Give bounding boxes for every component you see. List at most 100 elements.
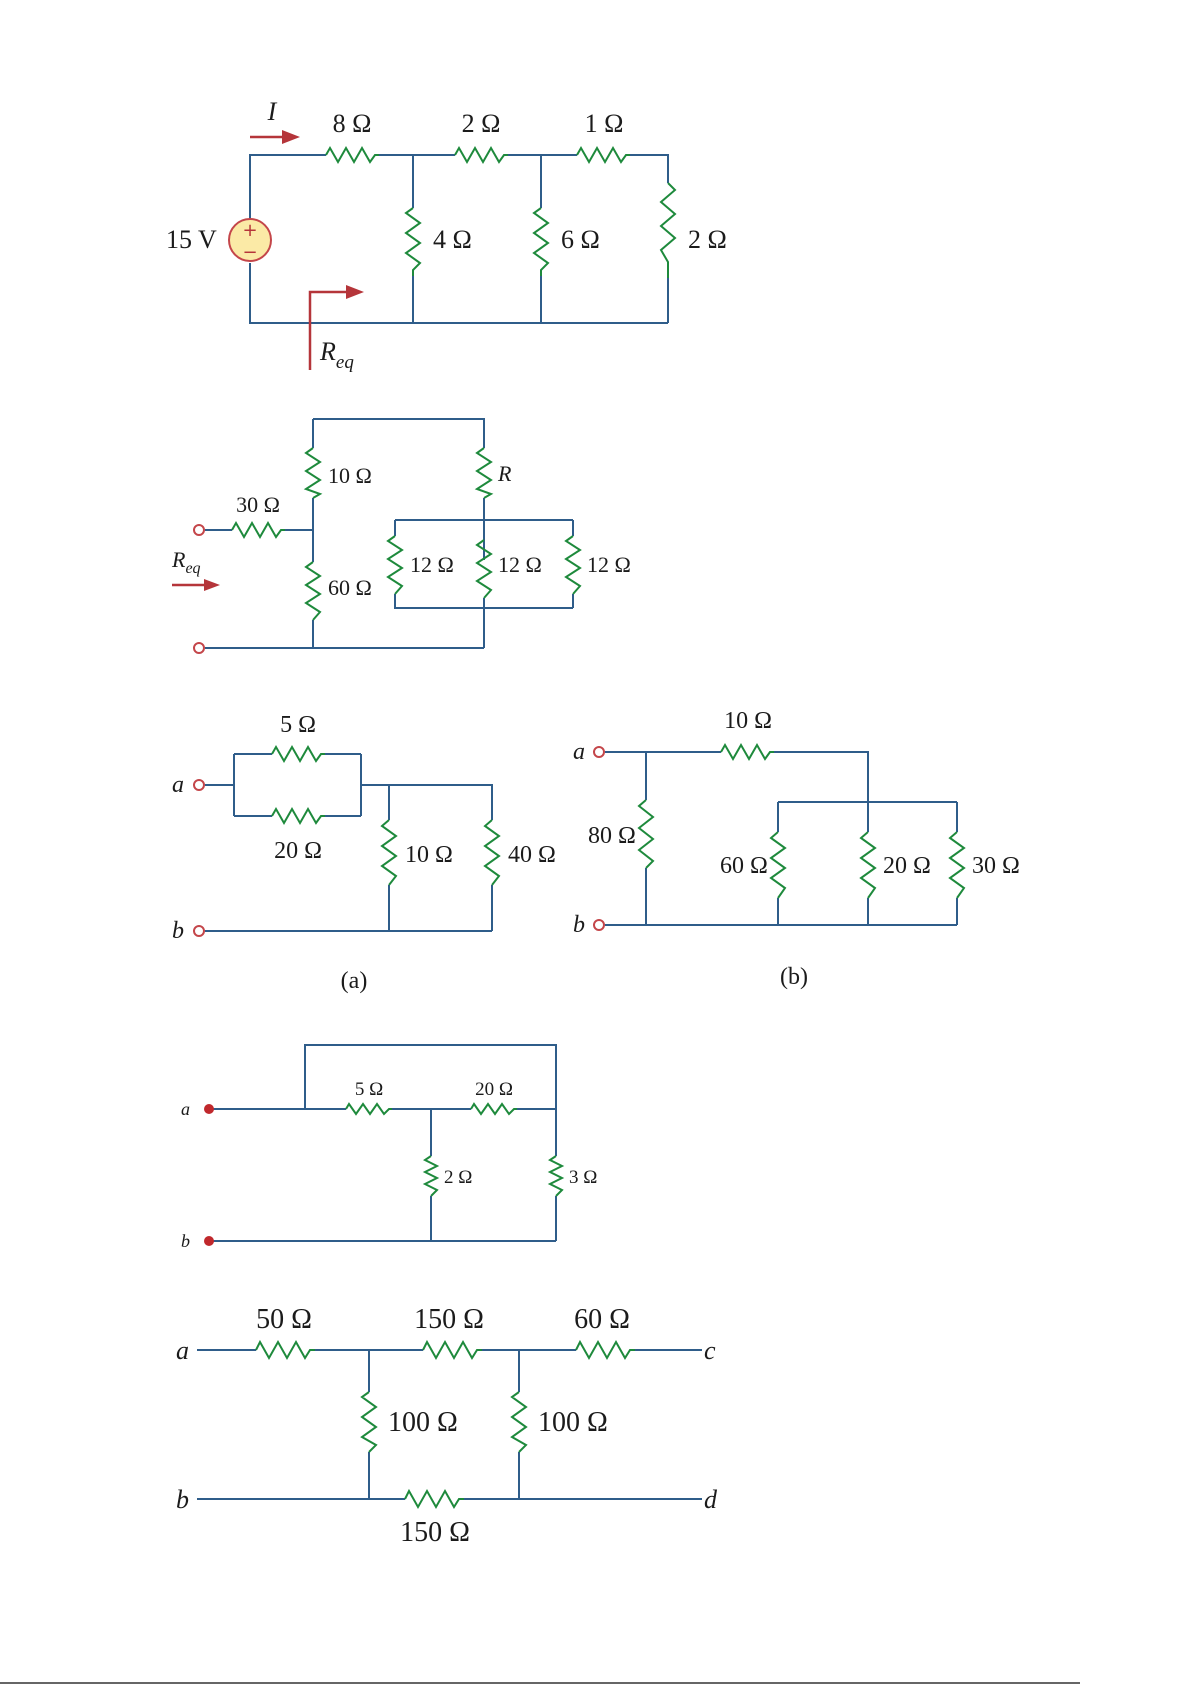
circuit-3b: a b 10 Ω 80 Ω 60 Ω 20 Ω 30 Ω (b) [573,708,1020,990]
caption-a: (a) [341,968,368,994]
terminal-b-label-b: b [573,912,585,938]
resistor-4-ohm [406,208,420,276]
terminal-a-open-b [594,747,604,757]
terminal-a-label-c4: a [181,1099,190,1119]
resistor-80-ohm [639,800,653,868]
terminal-b-label: b [172,918,184,944]
resistor-2-ohm-top [455,148,508,162]
terminal-b-label-c4: b [181,1231,190,1251]
terminal-b-label-c5: b [176,1485,189,1514]
label-R: R [497,461,512,486]
label-80-ohm: 80 Ω [588,823,636,849]
terminal-b-open-b [594,920,604,930]
req-label-2: Req [171,547,201,577]
resistor-2-ohm-right [661,183,675,278]
resistor-10-ohm-shunt [382,820,396,885]
label-8-ohm: 8 Ω [333,109,372,138]
label-30-ohm-b: 30 Ω [972,853,1020,879]
label-5-ohm: 5 Ω [280,712,316,738]
resistor-10-ohm [306,448,320,498]
resistor-R [477,448,491,498]
label-40-ohm: 40 Ω [508,842,556,868]
resistor-60-ohm-c5 [576,1342,635,1358]
label-60-ohm-c5: 60 Ω [574,1304,630,1335]
req-arrow-icon-2 [172,579,220,591]
circuit-4-wires [209,1045,556,1241]
label-20-ohm-c4: 20 Ω [475,1079,513,1100]
voltage-source-icon: + − [229,219,271,263]
terminal-c-label-c5: c [704,1336,716,1365]
resistor-100-ohm-1 [362,1392,376,1452]
resistor-12-ohm-3 [566,536,580,594]
circuit-5: a b c d 50 Ω 150 Ω 60 Ω 100 Ω 100 Ω 150 … [176,1304,718,1548]
resistor-30-ohm [232,523,285,537]
label-10-ohm: 10 Ω [328,463,372,488]
terminal-a-label-c5: a [176,1336,189,1365]
resistor-1-ohm [577,148,630,162]
label-12-ohm-3: 12 Ω [587,552,631,577]
terminal-d-label-c5: d [704,1485,718,1514]
resistor-2-ohm-c4 [425,1156,437,1196]
label-3-ohm-c4: 3 Ω [569,1167,597,1188]
label-150-ohm-top: 150 Ω [414,1304,484,1335]
resistor-12-ohm-1 [388,536,402,594]
resistor-150-ohm-bottom [405,1491,464,1507]
label-10-ohm-shunt: 10 Ω [405,842,453,868]
current-label: I [267,97,278,126]
resistor-12-ohm-2 [477,540,491,598]
label-4-ohm: 4 Ω [433,225,472,254]
terminal-bottom-open [194,643,204,653]
label-30-ohm: 30 Ω [236,492,280,517]
label-1-ohm: 1 Ω [585,109,624,138]
source-minus-sign: − [242,242,257,263]
resistor-40-ohm [485,820,499,885]
resistor-60-ohm [306,562,320,620]
resistor-10-ohm-series [721,745,774,759]
resistor-5-ohm [272,747,325,761]
label-2-ohm-c4: 2 Ω [444,1167,472,1188]
label-2-ohm-top: 2 Ω [462,109,501,138]
label-50-ohm: 50 Ω [256,1304,312,1335]
label-150-ohm-bottom: 150 Ω [400,1517,470,1548]
resistor-50-ohm [256,1342,315,1358]
circuit-3a: a b 5 Ω 20 Ω 10 Ω 40 Ω (a) [172,712,556,994]
label-12-ohm-1: 12 Ω [410,552,454,577]
circuit-2: 30 Ω 10 Ω R 60 Ω 12 Ω 12 Ω 12 Ω Req [171,419,631,653]
terminal-a-open [194,780,204,790]
label-10-ohm-b: 10 Ω [724,708,772,734]
label-2-ohm-right: 2 Ω [688,225,727,254]
label-60-ohm-b: 60 Ω [720,853,768,879]
label-12-ohm-2: 12 Ω [498,552,542,577]
label-60-ohm: 60 Ω [328,575,372,600]
resistor-20-ohm-c4 [471,1104,517,1114]
resistor-150-ohm-top [423,1342,482,1358]
terminal-b-open [194,926,204,936]
label-100-ohm-1: 100 Ω [388,1407,458,1438]
terminal-a-dot [204,1104,214,1114]
resistor-20-ohm-b [861,832,875,898]
circuit-4: a b 5 Ω 20 Ω 2 Ω 3 Ω [181,1045,597,1251]
terminal-a-label-b: a [573,739,585,765]
req-label: Req [319,337,354,373]
label-5-ohm-c4: 5 Ω [355,1079,383,1100]
source-voltage-label: 15 V [166,225,217,254]
label-6-ohm: 6 Ω [561,225,600,254]
resistor-6-ohm [534,208,548,276]
source-plus-sign: + [242,220,257,241]
resistor-30-ohm-b [950,832,964,898]
resistor-3-ohm-c4 [550,1156,562,1196]
current-arrow-icon [250,130,300,144]
circuit-1: + − I 8 Ω 2 Ω 1 Ω 15 V 4 Ω 6 Ω 2 Ω Req [166,97,727,373]
terminal-a-label: a [172,772,184,798]
circuit-2-wires [205,419,573,648]
resistor-8-ohm [326,148,379,162]
label-100-ohm-2: 100 Ω [538,1407,608,1438]
circuit-3b-wires [605,752,957,925]
resistor-60-ohm-b [771,832,785,898]
label-20-ohm-b: 20 Ω [883,853,931,879]
caption-b: (b) [780,964,808,990]
terminal-b-dot [204,1236,214,1246]
terminal-top-open [194,525,204,535]
label-20-ohm: 20 Ω [274,838,322,864]
resistor-5-ohm-c4 [346,1104,392,1114]
